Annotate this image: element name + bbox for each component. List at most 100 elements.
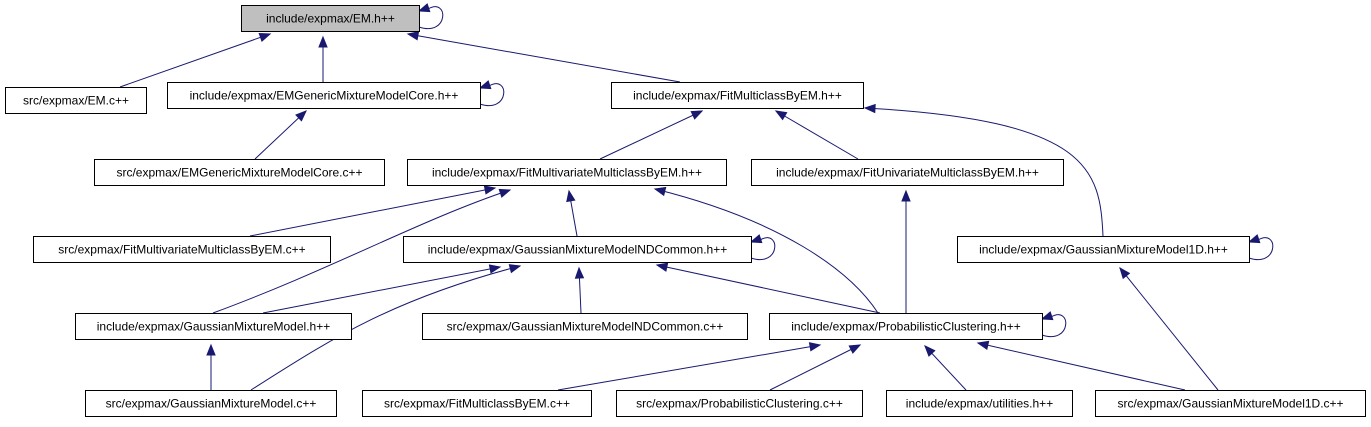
node-box[interactable] [33, 236, 331, 263]
arrow-head [749, 234, 763, 244]
edge-pc_h-to-pc_h [1040, 311, 1067, 338]
node-box[interactable] [75, 313, 352, 340]
arrow-head [206, 343, 216, 356]
self-loop-line [1041, 314, 1067, 338]
edge-line [254, 110, 307, 160]
edge-line [977, 342, 1186, 391]
node-box[interactable] [957, 236, 1250, 263]
edge-line [212, 189, 511, 314]
arrow-head [848, 344, 862, 354]
node-fituv-h[interactable]: include/expmax/FitUnivariateMulticlassBy… [751, 159, 1064, 186]
node-gmm-h[interactable]: include/expmax/GaussianMixtureModel.h++ [75, 313, 352, 340]
node-util-h[interactable]: include/expmax/utilities.h++ [886, 390, 1073, 417]
node-fitmv-c[interactable]: src/expmax/FitMultivariateMulticlassByEM… [33, 236, 331, 263]
edge-pc_c-to-pc_h [769, 344, 862, 391]
node-pc-h[interactable]: include/expmax/ProbabilisticClustering.h… [769, 313, 1043, 340]
self-loop-line [1248, 237, 1274, 261]
node-label: include/expmax/FitMulticlassByEM.h++ [633, 89, 842, 103]
arrow-head [655, 262, 669, 272]
edge-fitmc_h-to-em_h [406, 31, 681, 83]
node-label: include/expmax/GaussianMixtureModelNDCom… [428, 243, 727, 257]
arrow-head [924, 345, 936, 357]
edge-gmm_c-to-gmmnd_h [250, 264, 522, 391]
node-box[interactable] [403, 236, 752, 263]
edge-line [250, 265, 521, 391]
node-gmm1d-h[interactable]: include/expmax/GaussianMixtureModel1D.h+… [957, 236, 1250, 263]
edge-fituv_h-to-fitmc_h [774, 110, 859, 160]
edge-line [557, 344, 821, 391]
edge-gmm1d_h-to-fitmc_h [863, 103, 1104, 237]
edge-line [1119, 267, 1219, 391]
node-label: src/expmax/ProbabilisticClustering.c++ [636, 397, 843, 411]
node-label: include/expmax/EM.h++ [266, 12, 395, 26]
edge-line [775, 110, 859, 160]
arrow-head [258, 33, 272, 42]
edge-gmmnd_c-to-gmmnd_h [574, 266, 585, 314]
node-label: include/expmax/FitMultivariateMulticlass… [432, 166, 702, 180]
node-fitmc-h[interactable]: include/expmax/FitMulticlassByEM.h++ [611, 82, 864, 109]
node-box[interactable] [241, 5, 420, 32]
node-label: src/expmax/EMGenericMixtureModelCore.c++ [116, 166, 362, 180]
arrow-head [690, 110, 704, 120]
node-box[interactable] [407, 159, 727, 186]
node-box[interactable] [886, 390, 1073, 417]
edge-gmmnd_h-to-fitmv_h [566, 189, 578, 237]
edge-core_h-to-core_h [478, 80, 505, 107]
node-pc-c[interactable]: src/expmax/ProbabilisticClustering.c++ [616, 390, 863, 417]
edge-line [656, 264, 881, 314]
edge-line [599, 110, 703, 160]
node-label: src/expmax/FitMulticlassByEM.c++ [384, 397, 570, 411]
edge-line [654, 188, 879, 314]
node-em-h[interactable]: include/expmax/EM.h++ [241, 5, 420, 32]
arrow-head [774, 110, 788, 121]
arrow-head [1247, 234, 1261, 244]
edge-gmm1d_c-to-gmm1d_h [1119, 266, 1219, 391]
node-core-h[interactable]: include/expmax/EMGenericMixtureModelCore… [167, 82, 481, 109]
node-gmmnd-h[interactable]: include/expmax/GaussianMixtureModelNDCom… [403, 236, 752, 263]
node-box[interactable] [422, 313, 748, 340]
node-label: include/expmax/EMGenericMixtureModelCore… [190, 89, 459, 103]
self-loop-line [750, 237, 776, 261]
node-label: include/expmax/GaussianMixtureModel.h++ [97, 320, 330, 334]
node-box[interactable] [362, 390, 592, 417]
arrow-head [1040, 311, 1054, 321]
node-label: include/expmax/GaussianMixtureModel1D.h+… [979, 243, 1228, 257]
node-box[interactable] [5, 87, 147, 114]
node-core-c[interactable]: src/expmax/EMGenericMixtureModelCore.c++ [94, 159, 385, 186]
node-em-c[interactable]: src/expmax/EM.c++ [5, 87, 147, 114]
arrow-head [863, 103, 876, 114]
node-box[interactable] [167, 82, 481, 109]
node-gmm-c[interactable]: src/expmax/GaussianMixtureModel.c++ [85, 390, 337, 417]
node-box[interactable] [769, 313, 1043, 340]
node-fitmv-h[interactable]: include/expmax/FitMultivariateMulticlass… [407, 159, 727, 186]
node-box[interactable] [611, 82, 864, 109]
arrow-head [808, 342, 822, 352]
edge-gmm_h-to-fitmv_h [212, 188, 512, 314]
node-gmmnd-c[interactable]: src/expmax/GaussianMixtureModelNDCommon.… [422, 313, 748, 340]
node-box[interactable] [85, 390, 337, 417]
arrow-head [508, 264, 522, 274]
node-fitmc-c[interactable]: src/expmax/FitMulticlassByEM.c++ [362, 390, 592, 417]
edge-pc_h-to-gmmnd_h [655, 262, 881, 314]
node-box[interactable] [751, 159, 1064, 186]
self-loop-line [479, 83, 505, 107]
node-label: src/expmax/FitMultivariateMulticlassByEM… [58, 243, 305, 257]
node-box[interactable] [616, 390, 863, 417]
node-box[interactable] [94, 159, 385, 186]
node-box[interactable] [1095, 390, 1366, 417]
arrow-head [318, 35, 328, 48]
node-label: src/expmax/GaussianMixtureModel.c++ [106, 397, 317, 411]
arrow-head [498, 188, 512, 198]
arrow-head [653, 186, 667, 197]
arrow-head [483, 185, 497, 195]
edge-pc_h-to-fituv_h [901, 189, 911, 313]
edge-pc_h-to-fitmv_h [653, 186, 879, 314]
edge-fitmv_h-to-fitmc_h [599, 110, 704, 160]
edges-layer [119, 3, 1274, 391]
arrow-head [406, 31, 420, 41]
node-label: src/expmax/EM.c++ [23, 94, 129, 108]
node-gmm1d-c[interactable]: src/expmax/GaussianMixtureModel1D.c++ [1095, 390, 1366, 417]
edge-gmm1d_c-to-pc_h [976, 340, 1186, 391]
